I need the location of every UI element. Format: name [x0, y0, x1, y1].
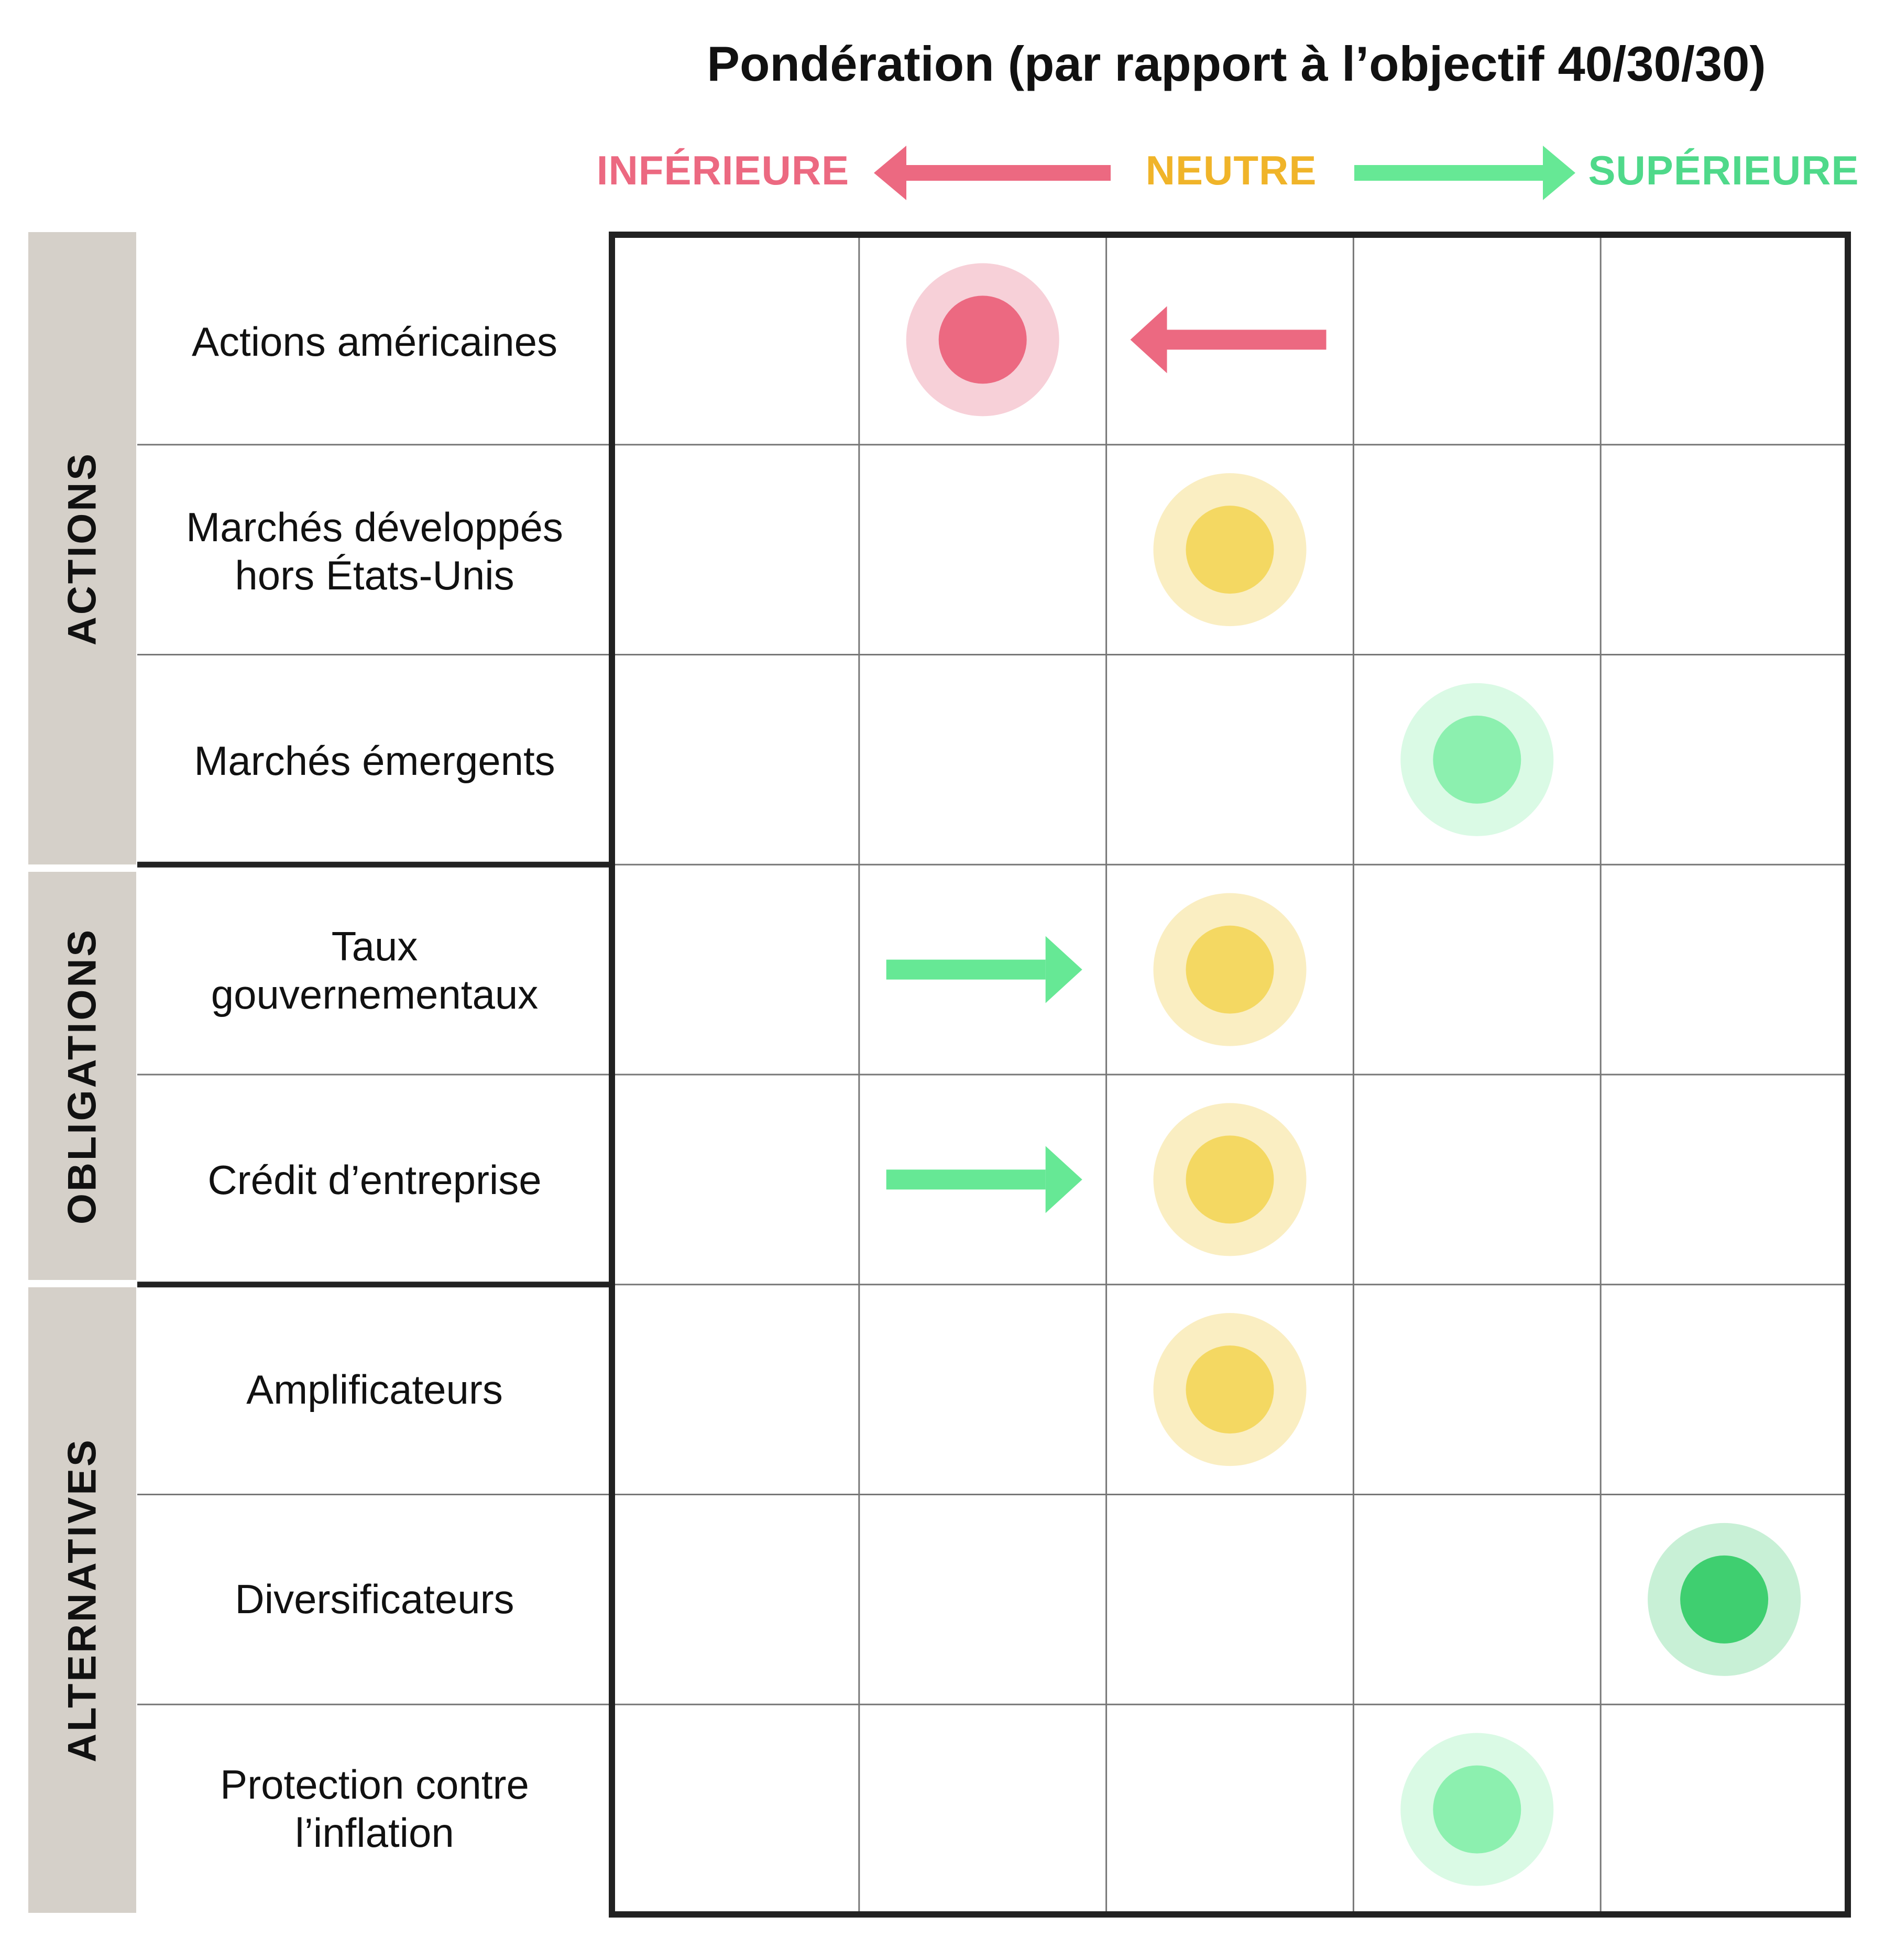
scale-arrow-right-icon	[1354, 146, 1575, 200]
position-marker-dot	[1186, 506, 1274, 594]
row-label-diversificateurs: Diversificateurs	[235, 1576, 514, 1622]
change-arrowhead-right-icon	[1045, 1146, 1082, 1213]
group-band-alternatives: ALTERNATIVES	[28, 1287, 136, 1913]
change-arrowhead-right-icon	[1045, 936, 1082, 1003]
change-arrow-right-icon	[886, 1169, 1046, 1190]
row-label-protection-inflation: Protection contre l’inflation	[220, 1761, 529, 1856]
scale-label-neutral: NEUTRE	[1145, 147, 1317, 193]
grid-frame	[609, 232, 1851, 1918]
row-label-credit-entreprise: Crédit d’entreprise	[207, 1157, 542, 1203]
scale-label-higher: SUPÉRIEURE	[1588, 147, 1859, 193]
group-band-actions: ACTIONS	[28, 232, 136, 864]
position-marker-dot	[1433, 715, 1521, 804]
change-arrowhead-left-icon	[1130, 306, 1167, 374]
row-label-marches-developpes: Marchés développés hors États-Unis	[186, 504, 563, 598]
position-marker-dot	[1186, 1135, 1274, 1224]
change-arrow-left-icon	[1167, 330, 1327, 350]
group-band-obligations: OBLIGATIONS	[28, 872, 136, 1280]
position-marker-dot	[938, 295, 1027, 384]
scale-label-lower: INFÉRIEURE	[596, 147, 850, 193]
diagram-title: Pondération (par rapport à l’objectif 40…	[707, 36, 1766, 91]
position-marker-dot	[1186, 925, 1274, 1014]
change-arrow-right-icon	[886, 959, 1046, 980]
position-marker-dot	[1680, 1555, 1769, 1644]
scale-arrow-left-icon	[874, 146, 1111, 200]
row-label-taux-gouvernementaux: Taux gouvernementaux	[211, 923, 539, 1017]
row-label-actions-americaines: Actions américaines	[192, 319, 557, 365]
position-marker-dot	[1186, 1345, 1274, 1434]
position-marker-dot	[1433, 1765, 1521, 1854]
row-label-amplificateurs: Amplificateurs	[246, 1366, 503, 1412]
row-label-marches-emergents: Marchés émergents	[194, 738, 555, 784]
